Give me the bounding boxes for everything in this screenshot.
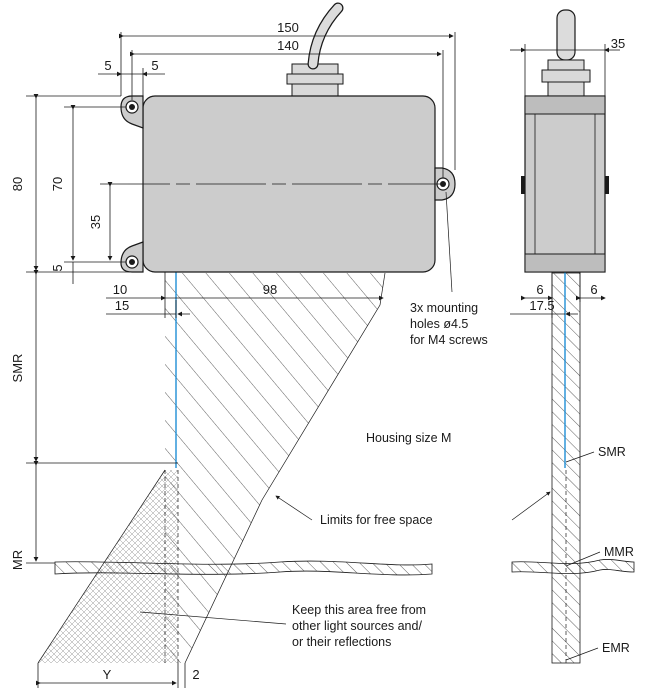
dim-label-side-35: 35 [611, 36, 625, 51]
range-label-mmr-right: MMR [604, 545, 634, 559]
reflector-object [54, 560, 433, 576]
note-keep-1: Keep this area free from [292, 603, 426, 617]
dim-label-140: 140 [277, 38, 299, 53]
dim-label-5-left: 5 [104, 58, 111, 73]
dim-label-35: 35 [88, 215, 103, 229]
note-mounting-1: 3x mounting [410, 301, 478, 315]
dim-label-5-right: 5 [151, 58, 158, 73]
note-keep-3: or their reflections [292, 635, 391, 649]
dim-label-10: 10 [113, 282, 127, 297]
dim-label-80: 80 [10, 177, 25, 191]
range-label-smr-right: SMR [598, 445, 626, 459]
mounting-leader [445, 191, 453, 293]
range-label-smr-left: SMR [10, 354, 25, 383]
limits-leader [275, 495, 313, 521]
dim-label-2: 2 [192, 667, 199, 682]
range-label-emr-right: EMR [602, 641, 630, 655]
dim-label-15: 15 [115, 298, 129, 313]
cable-side [556, 9, 576, 61]
note-mounting-3: for M4 screws [410, 333, 488, 347]
reflector-side [511, 559, 635, 574]
note-mounting-2: holes ø4.5 [410, 317, 468, 331]
keep-free-leader [139, 611, 287, 625]
dim-label-side-17-5: 17.5 [529, 298, 554, 313]
note-keep-2: other light sources and/ [292, 619, 422, 633]
dim-label-side-6-left: 6 [536, 282, 543, 297]
cable-gland-nut [286, 73, 344, 85]
dim-label-70: 70 [50, 177, 65, 191]
dim-label-150: 150 [277, 20, 299, 35]
dim-label-side-6-right: 6 [590, 282, 597, 297]
note-limits: Limits for free space [320, 513, 433, 527]
dim-label-5-vertical: 5 [50, 264, 65, 271]
housing-side [524, 95, 606, 273]
dim-label-y: Y [103, 667, 112, 682]
cable-gland-base [291, 83, 339, 97]
note-housing-size: Housing size M [366, 431, 451, 445]
dim-label-98: 98 [263, 282, 277, 297]
range-label-mr-left: MR [10, 550, 25, 570]
free-space-limit-line [184, 272, 386, 664]
